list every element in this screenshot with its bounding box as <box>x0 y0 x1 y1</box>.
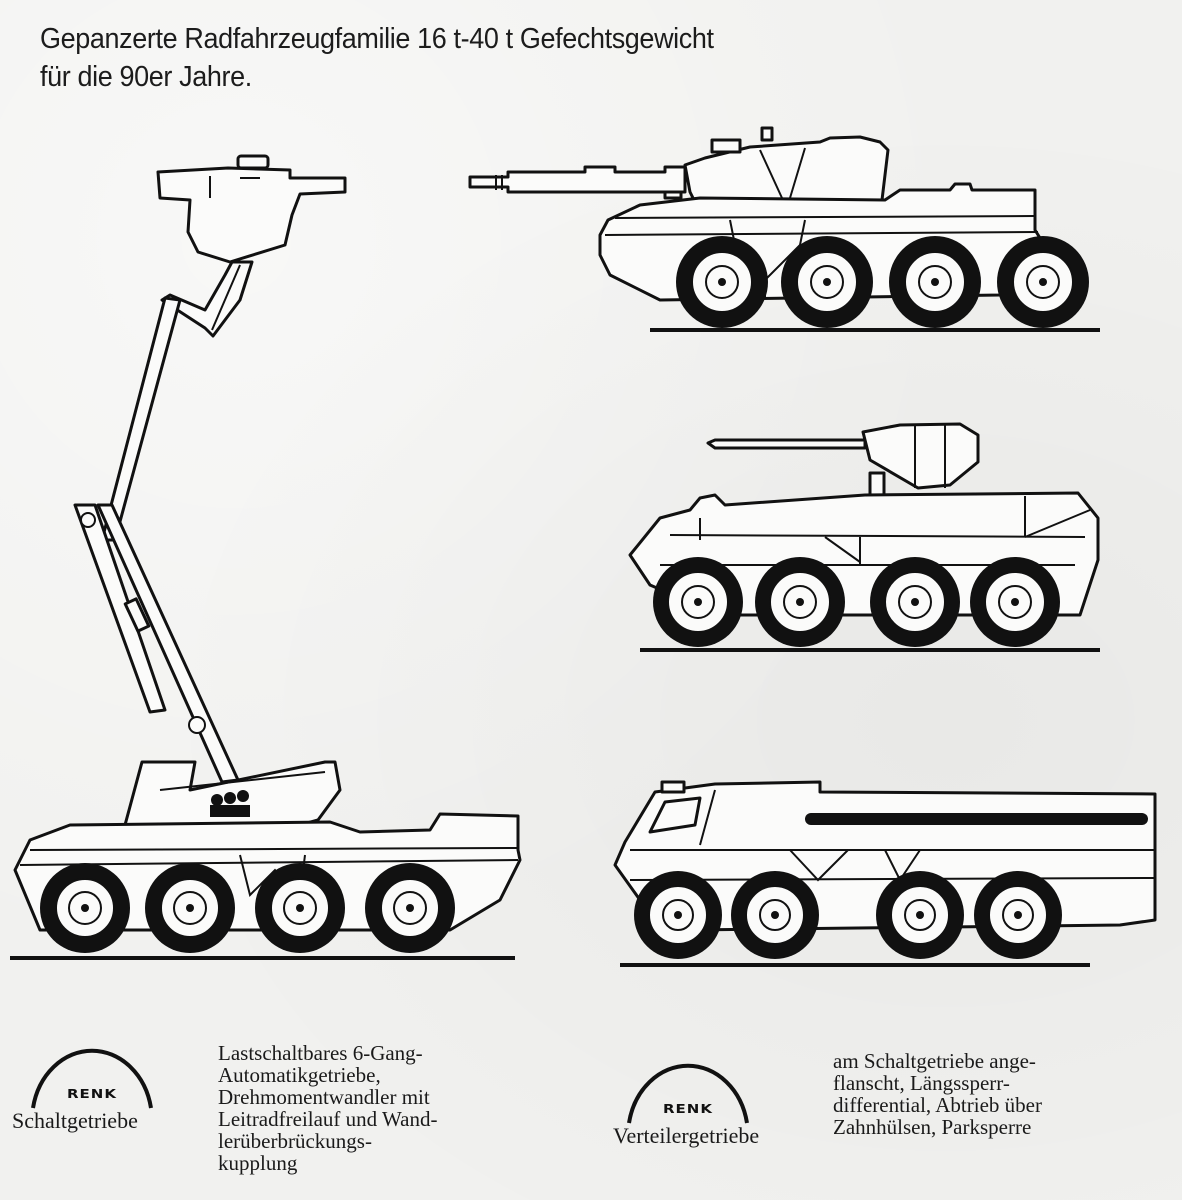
caption-line: Drehmomentwandler mit <box>218 1085 430 1109</box>
caption-line: Lastschaltbares 6-Gang- <box>218 1041 423 1065</box>
renk-logo-schaltgetriebe: RENK Schaltgetriebe <box>12 1030 177 1140</box>
wheel-set <box>634 871 1062 959</box>
title-line-2: für die 90er Jahre. <box>40 61 252 93</box>
caption-schaltgetriebe: Lastschaltbares 6-Gang- Automatikgetrieb… <box>218 1042 438 1174</box>
crane-vehicle-drawing <box>10 154 522 960</box>
caption-line: Leitradfreilauf und Wand- <box>218 1107 438 1131</box>
renk-logo-verteilergetriebe: RENK Verteilergetriebe <box>613 1045 813 1155</box>
caption-line: kupplung <box>218 1151 298 1175</box>
logo-label: Verteilergetriebe <box>613 1123 760 1148</box>
logo-arc-icon <box>627 1063 749 1124</box>
logo-wordmark: RENK <box>67 1086 117 1102</box>
title-line-1: Gepanzerte Radfahrzeugfamilie 16 t-40 t … <box>40 23 714 55</box>
logo-arc-icon <box>31 1048 153 1109</box>
hydraulic-fittings <box>210 790 250 817</box>
caption-line: flanscht, Längssperr- <box>833 1071 1010 1095</box>
ifv-vehicle-drawing <box>628 422 1100 652</box>
transport-vehicle-drawing <box>613 780 1157 967</box>
page-title: Gepanzerte Radfahrzeugfamilie 16 t-40 t … <box>40 20 714 96</box>
caption-line: Zahnhülsen, Parksperre <box>833 1115 1032 1139</box>
caption-line: differential, Abtrieb über <box>833 1093 1042 1117</box>
wheel-set <box>676 236 1089 328</box>
logo-label: Schaltgetriebe <box>12 1108 138 1133</box>
wheel-set <box>40 863 455 953</box>
logo-wordmark: RENK <box>663 1101 713 1117</box>
caption-verteilergetriebe: am Schaltgetriebe ange- flanscht, Längss… <box>833 1050 1042 1138</box>
wheel-set <box>653 557 1060 647</box>
caption-line: lerüberbrückungs- <box>218 1129 372 1153</box>
caption-line: am Schaltgetriebe ange- <box>833 1049 1036 1073</box>
gun-vehicle-drawing <box>468 126 1100 332</box>
caption-line: Automatikgetriebe, <box>218 1063 381 1087</box>
